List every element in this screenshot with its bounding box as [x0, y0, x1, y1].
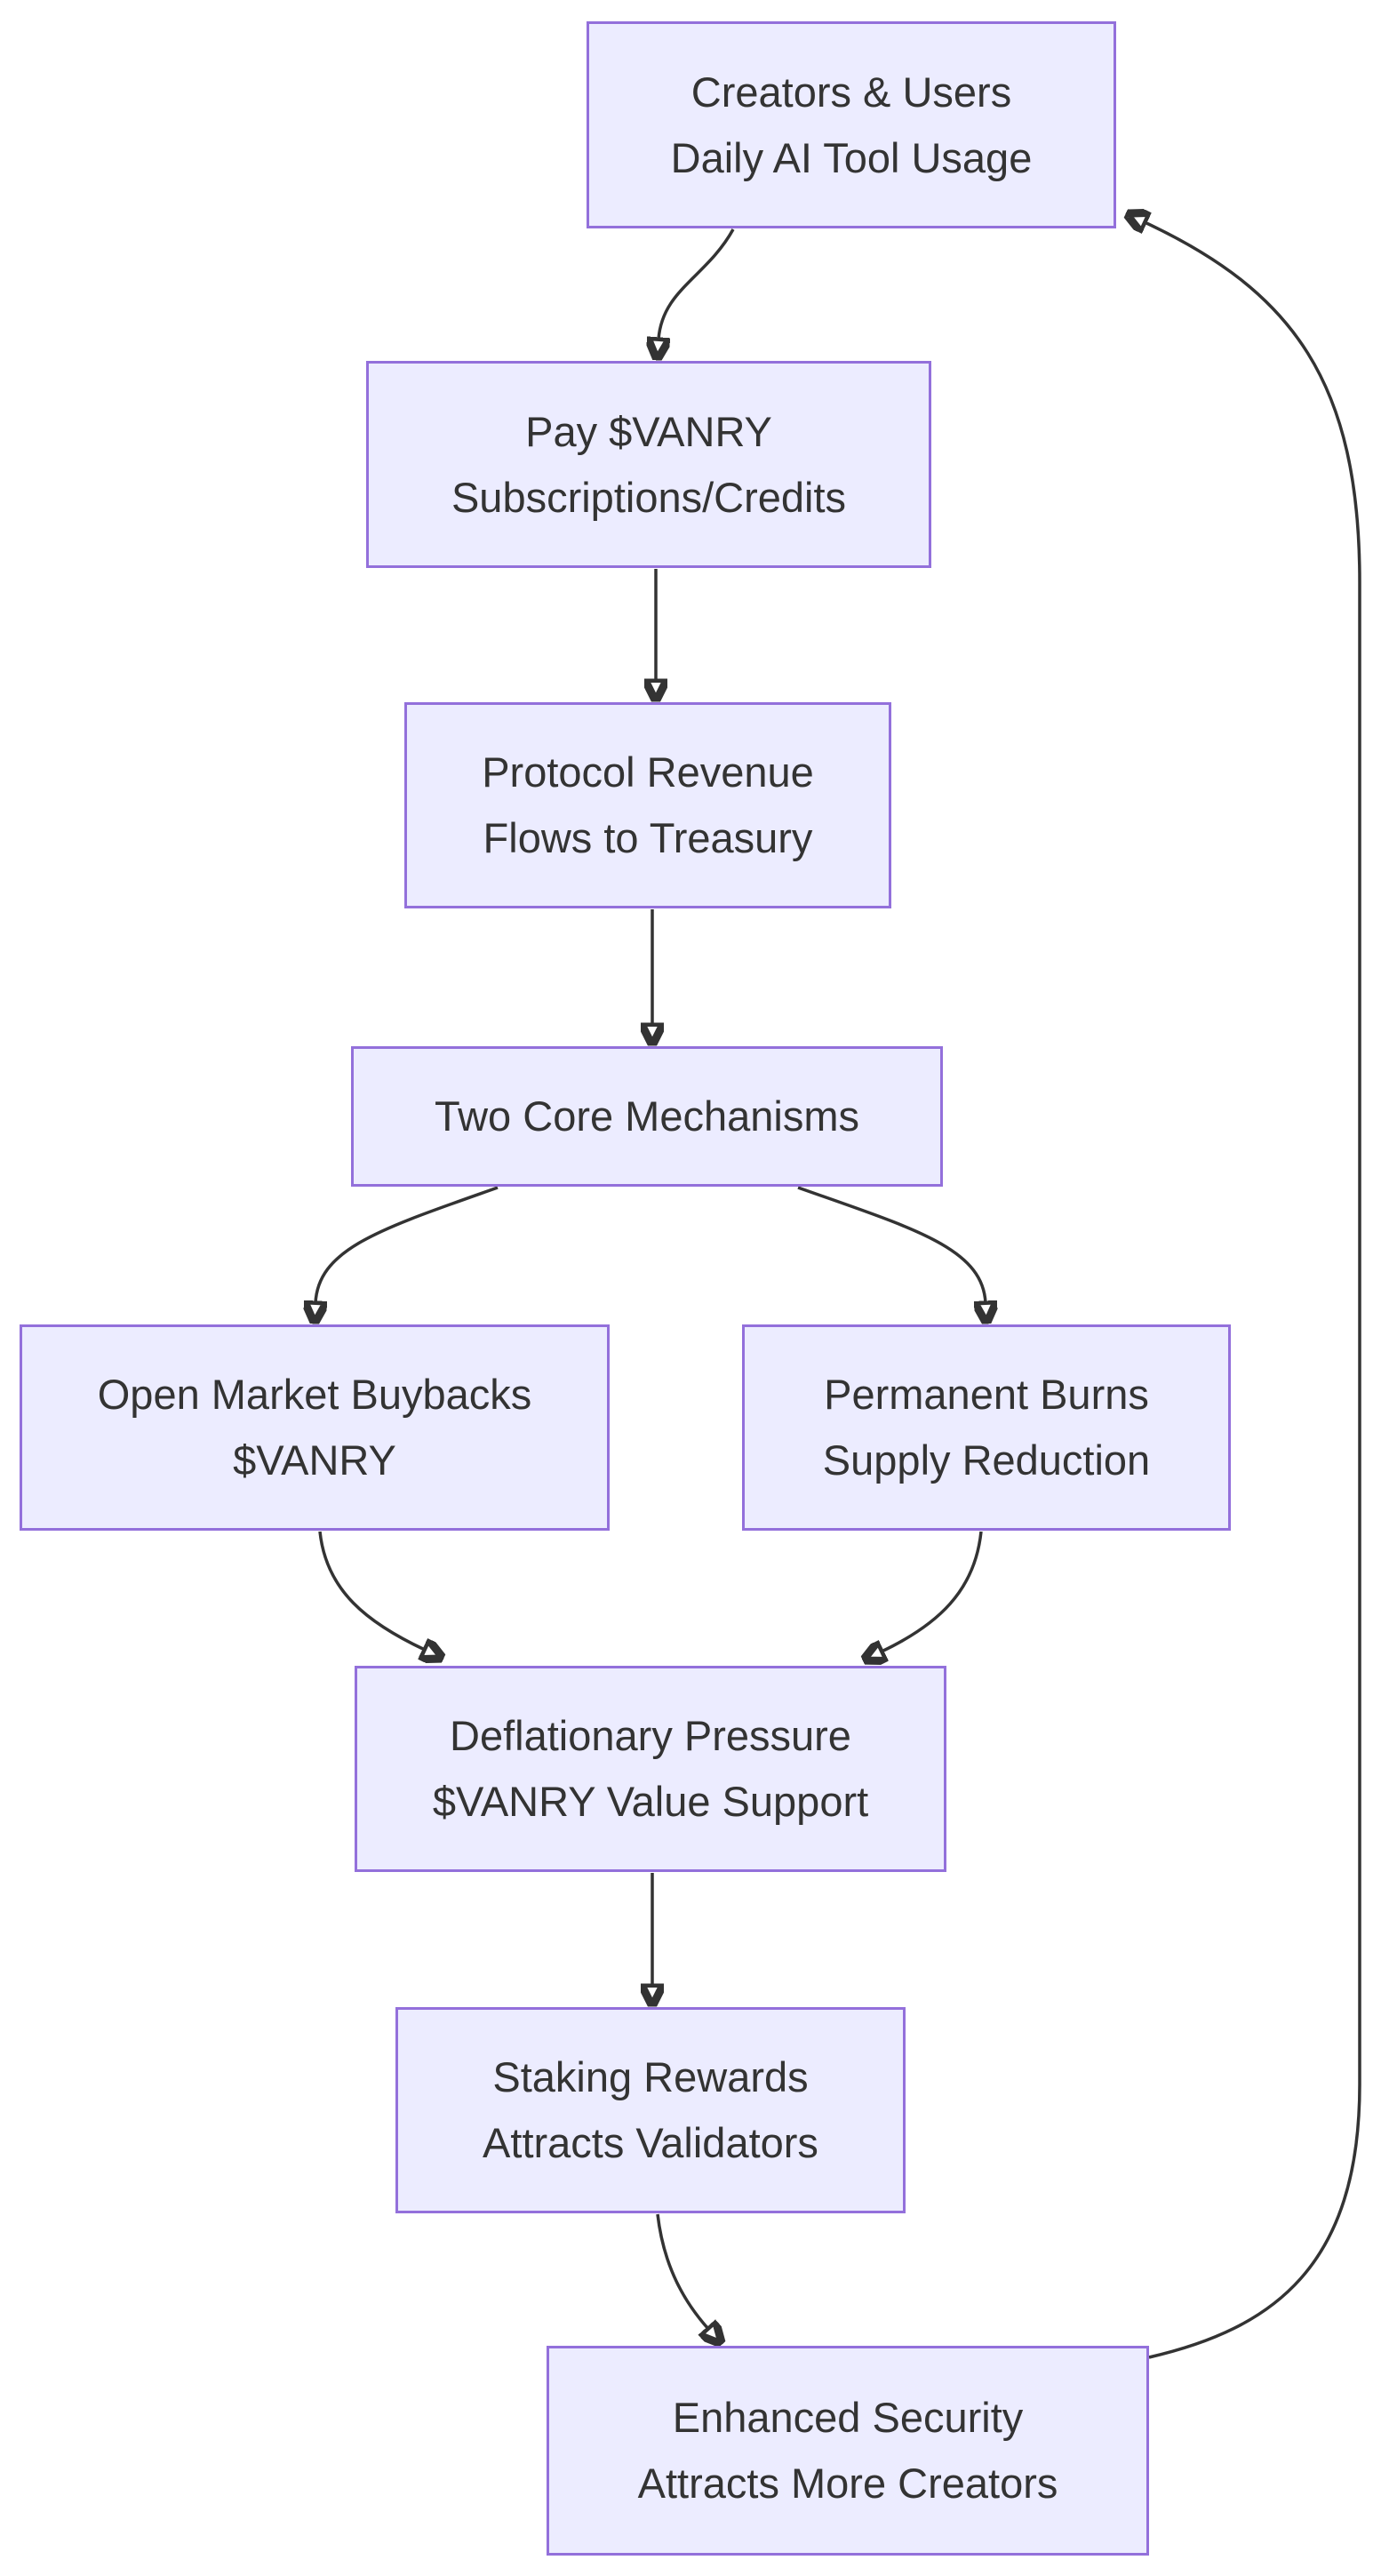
node-label-line: Staking Rewards	[492, 2053, 809, 2100]
edge-mechanisms-to-buybacks	[315, 1186, 499, 1303]
edge-buybacks-to-deflationary	[318, 1531, 425, 1650]
node-label-line: Enhanced Security	[672, 2394, 1024, 2441]
edge-staking-to-security	[656, 2213, 708, 2329]
node-label-line: $VANRY	[233, 1436, 396, 1484]
node-pay-vanry: Pay $VANRY Subscriptions/Credits	[366, 361, 931, 568]
node-label-line: Pay $VANRY	[525, 407, 772, 455]
node-label-line: Deflationary Pressure	[450, 1712, 851, 1759]
node-label-line: $VANRY Value Support	[432, 1778, 869, 1825]
node-label-line: Daily AI Tool Usage	[670, 133, 1033, 181]
node-label-line: Protocol Revenue	[482, 748, 814, 796]
node-label-line: Two Core Mechanisms	[435, 1092, 859, 1140]
node-label-line: Flows to Treasury	[483, 814, 813, 861]
node-label-line: Creators & Users	[690, 68, 1012, 116]
node-enhanced-security: Enhanced Security Attracts More Creators	[547, 2346, 1149, 2556]
node-label-line: Permanent Burns	[824, 1371, 1149, 1418]
edge-mechanisms-to-burns	[797, 1186, 986, 1303]
node-label-line: Attracts More Creators	[637, 2460, 1058, 2507]
node-deflationary-pressure: Deflationary Pressure $VANRY Value Suppo…	[355, 1666, 946, 1872]
node-protocol-revenue: Protocol Revenue Flows to Treasury	[404, 702, 891, 908]
node-two-core-mechanisms: Two Core Mechanisms	[351, 1046, 943, 1187]
node-open-market-buybacks: Open Market Buybacks $VANRY	[20, 1324, 610, 1531]
node-label-line: Attracts Validators	[483, 2119, 818, 2166]
node-creators-users: Creators & Users Daily AI Tool Usage	[587, 21, 1116, 228]
node-label-line: Open Market Buybacks	[97, 1371, 532, 1418]
node-label-line: Subscriptions/Credits	[451, 473, 847, 521]
edge-burns-to-deflationary	[882, 1531, 983, 1652]
node-permanent-burns: Permanent Burns Supply Reduction	[742, 1324, 1231, 1531]
edge-security-loop-to-creators	[1145, 222, 1361, 2359]
node-staking-rewards: Staking Rewards Attracts Validators	[395, 2007, 906, 2213]
node-label-line: Supply Reduction	[822, 1436, 1151, 1484]
edge-creators-to-pay	[659, 228, 735, 340]
